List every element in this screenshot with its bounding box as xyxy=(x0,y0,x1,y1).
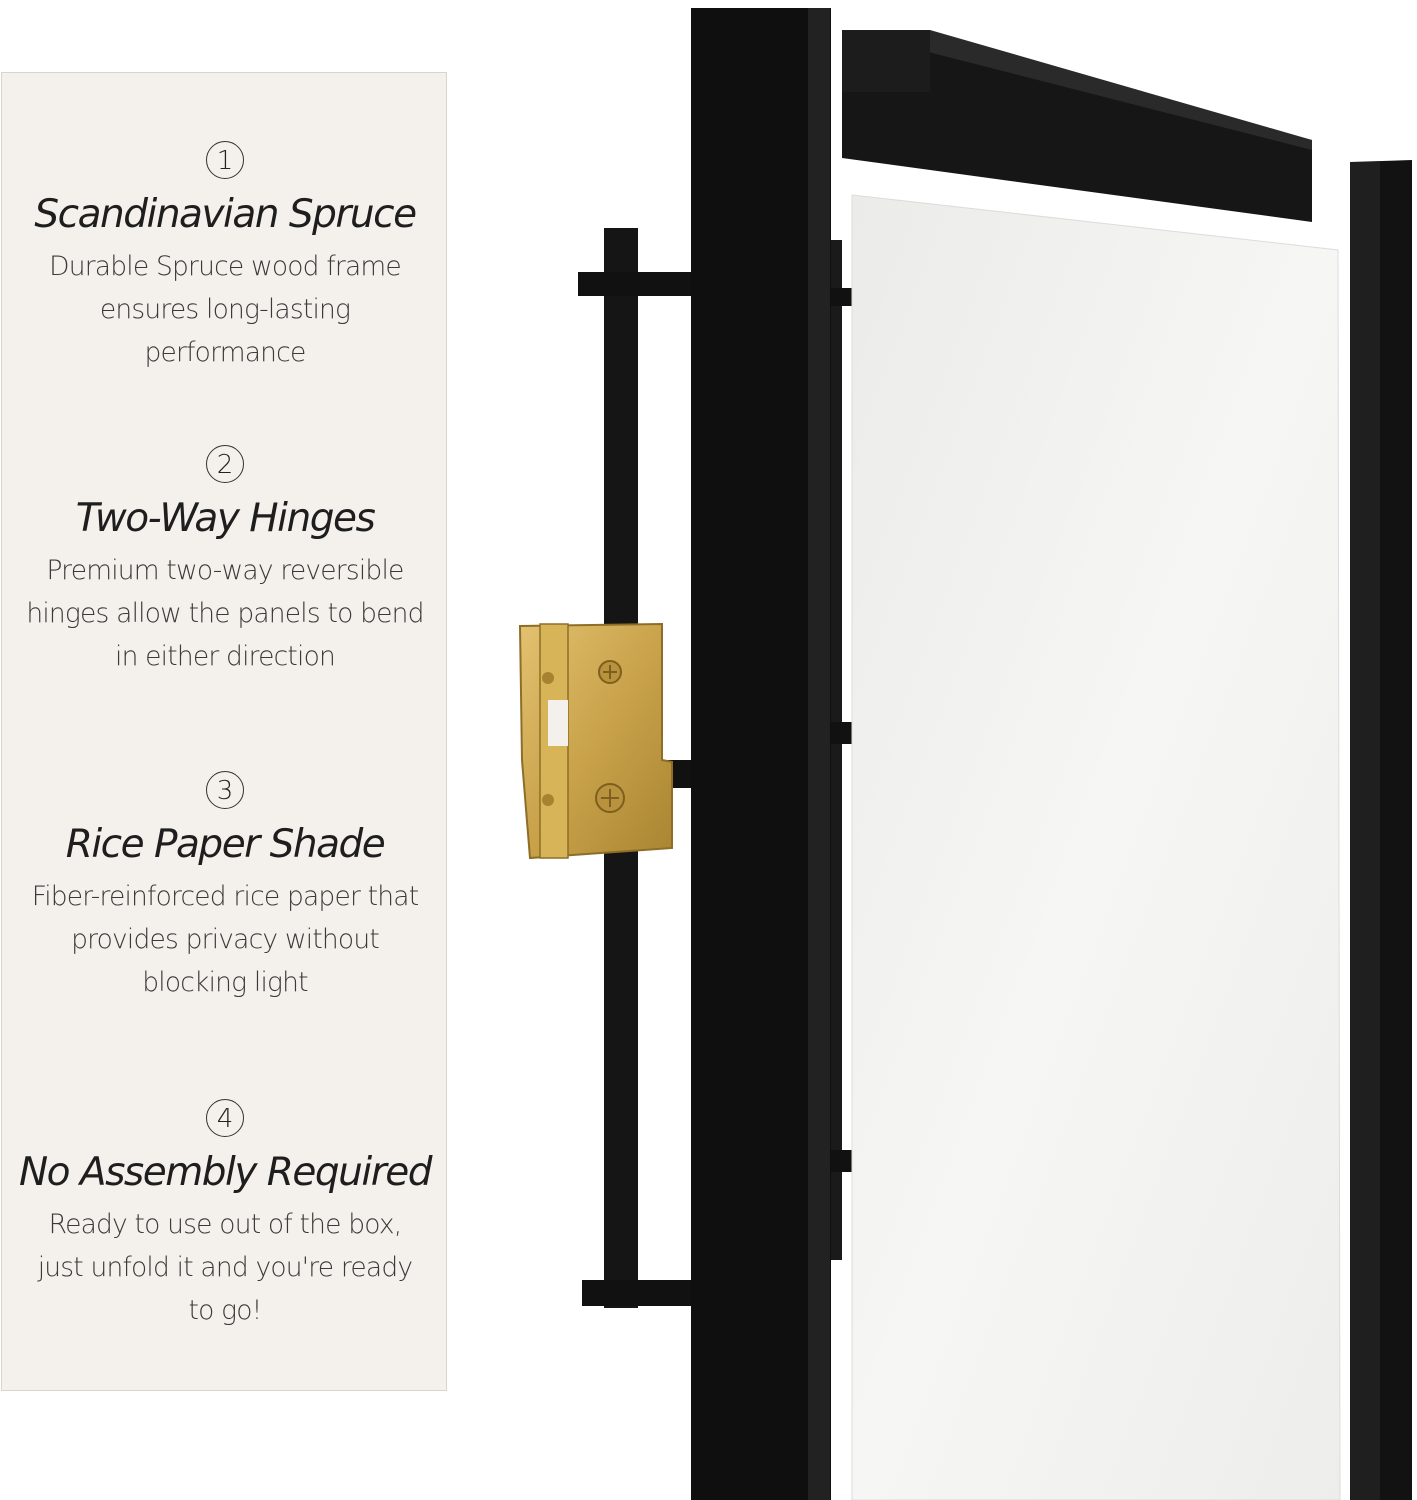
features-panel: 1 Scandinavian Spruce Durable Spruce woo… xyxy=(1,72,447,1391)
brass-hinge xyxy=(518,622,673,860)
feature-title: No Assembly Required xyxy=(19,1150,433,1195)
feature-spruce: 1 Scandinavian Spruce Durable Spruce woo… xyxy=(2,141,448,374)
feature-no-assembly: 4 No Assembly Required Ready to use out … xyxy=(2,1099,448,1332)
feature-title: Scandinavian Spruce xyxy=(34,192,417,237)
feature-number-badge: 1 xyxy=(206,141,244,179)
rice-paper-shade xyxy=(851,194,1341,1500)
feature-description: Durable Spruce wood frame ensures long-l… xyxy=(49,251,402,368)
feature-number-badge: 4 xyxy=(206,1099,244,1137)
feature-description: Fiber-reinforced rice paper that provide… xyxy=(31,881,419,998)
feature-hinges: 2 Two-Way Hinges Premium two-way reversi… xyxy=(2,445,448,678)
feature-description: Premium two-way reversible hinges allow … xyxy=(26,555,424,672)
feature-title: Rice Paper Shade xyxy=(65,822,386,867)
feature-title: Two-Way Hinges xyxy=(75,496,376,541)
feature-rice-paper: 3 Rice Paper Shade Fiber-reinforced rice… xyxy=(2,771,448,1004)
room-divider-illustration xyxy=(518,8,1412,1500)
front-panel-frame xyxy=(691,8,1412,1500)
feature-number-badge: 2 xyxy=(206,445,244,483)
feature-number-badge: 3 xyxy=(206,771,244,809)
feature-description: Ready to use out of the box, just unfold… xyxy=(37,1209,413,1326)
